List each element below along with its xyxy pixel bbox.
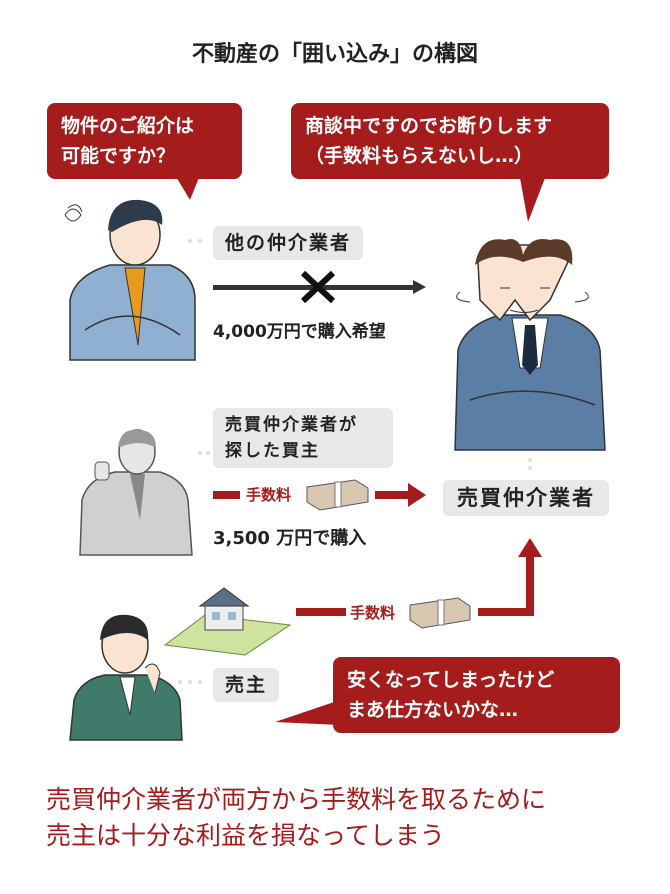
fee-arrow-head [408, 483, 426, 507]
fee-arrow-bar [213, 491, 240, 499]
seller-label: 売主 [213, 668, 280, 702]
broker-label: 売買仲介業者 [443, 480, 609, 516]
fee-arrow-bar [296, 608, 346, 616]
money-bundle-icon [306, 479, 369, 511]
blocked-arrow [213, 270, 426, 304]
other-agent-speech-bubble: 物件のご紹介は 可能ですか？ [47, 103, 242, 179]
buyer-figure [79, 429, 210, 556]
fee-arrow-head [518, 538, 542, 557]
money-bundle-icon [409, 597, 471, 629]
label-line: 売買仲介業者が [225, 415, 358, 435]
bubble-line: まあ仕方ないかな… [347, 699, 519, 721]
bubble-line: 安くなってしまったけど [347, 669, 555, 691]
fee-arrow-bar [375, 491, 410, 499]
conclusion-line: 売主は十分な利益を損なってしまう [46, 821, 445, 850]
bubble-tail [175, 175, 200, 200]
buyer-price-text: 3,500 万円で購入 [213, 528, 367, 549]
bubble-line: （手数料もらえないし…） [305, 145, 534, 167]
broker-figure [454, 239, 606, 470]
fee-arrow-up [478, 555, 534, 616]
page-title: 不動産の「囲い込み」の構図 [191, 42, 478, 67]
label-line: 探した買主 [225, 441, 320, 461]
other-agent-label: 他の仲介業者 [213, 226, 364, 260]
conclusion-line: 売買仲介業者が両方から手数料を取るために [46, 785, 547, 814]
bubble-line: 可能ですか？ [61, 145, 176, 167]
conclusion-text: 売買仲介業者が両方から手数料を取るために 売主は十分な利益を損なってしまう [46, 782, 546, 854]
bubble-tail [520, 178, 545, 222]
buyer-label: 売買仲介業者が 探した買主 [213, 408, 393, 468]
buyer-fee-label: 手数料 [246, 486, 292, 504]
other-agent-figure [64, 199, 202, 361]
bubble-line: 物件のご紹介は [61, 115, 195, 137]
house-icon [163, 587, 292, 656]
seller-thought-bubble: 安くなってしまったけど まあ仕方ないかな… [333, 657, 620, 733]
other-offer-text: 4,000万円で購入希望 [213, 322, 386, 342]
seller-figure [69, 614, 202, 741]
bubble-tail [275, 700, 340, 725]
bubble-line: 商談中ですのでお断りします [305, 115, 553, 137]
seller-fee-label: 手数料 [350, 604, 396, 622]
broker-speech-bubble: 商談中ですのでお断りします （手数料もらえないし…） [291, 103, 609, 179]
